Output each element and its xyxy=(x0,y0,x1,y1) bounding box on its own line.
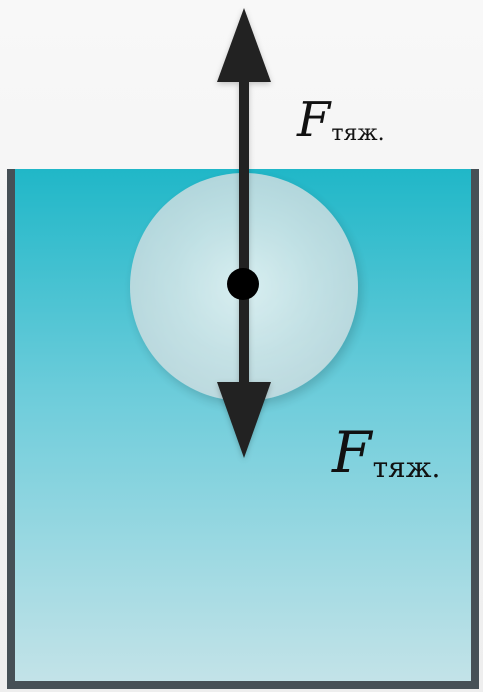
force-down-arrow-icon xyxy=(217,288,271,458)
force-up-arrow-icon xyxy=(217,8,271,284)
center-point-icon xyxy=(227,268,259,300)
vessel-outline xyxy=(7,169,479,689)
top-force-symbol: F xyxy=(297,92,331,148)
top-force-label: Fтяж. xyxy=(297,96,385,144)
top-force-subscript: тяж. xyxy=(331,120,385,146)
bottom-force-label: Fтяж. xyxy=(332,425,440,482)
bottom-force-symbol: F xyxy=(332,420,372,486)
bottom-force-subscript: тяж. xyxy=(372,451,441,485)
